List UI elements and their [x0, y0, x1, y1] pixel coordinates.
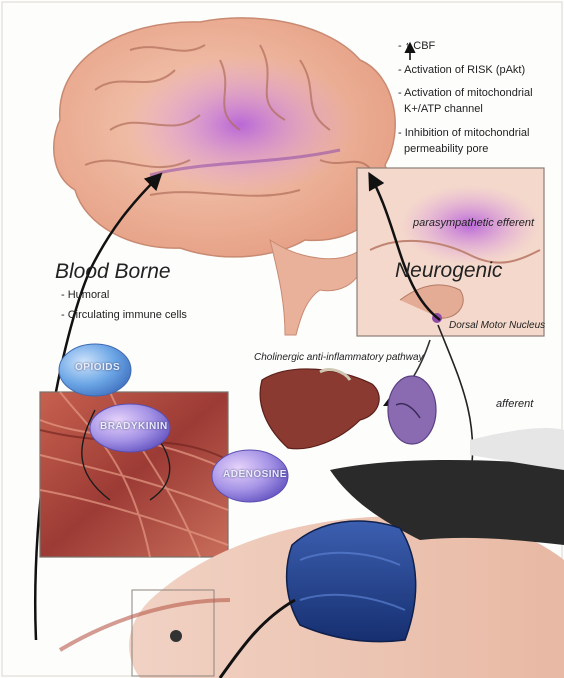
- parasympathetic-label: parasympathetic efferent: [413, 217, 534, 229]
- immune-cells-label: - Circulating immune cells: [61, 309, 187, 321]
- nucleus-label: Dorsal Motor Nucleus: [449, 320, 545, 331]
- neurogenic-title: Neurogenic: [395, 259, 502, 283]
- bradykinin-label: BRADYKININ: [100, 421, 168, 432]
- benefit-cbf: - ↑ CBF: [398, 39, 435, 54]
- blood-borne-title: Blood Borne: [55, 260, 171, 284]
- benefit-pore-1: - Inhibition of mitochondrial: [398, 126, 529, 141]
- humoral-label: - Humoral: [61, 289, 109, 301]
- adenosine-label: ADENOSINE: [223, 469, 287, 480]
- benefit-mito-1: - Activation of mitochondrial: [398, 86, 533, 101]
- cholinergic-label: Cholinergic anti-inflammatory pathway: [254, 352, 424, 363]
- benefit-mito-2: K+/ATP channel: [404, 102, 483, 117]
- benefit-pore-2: permeability pore: [404, 142, 488, 157]
- benefit-risk: - Activation of RISK (pAkt): [398, 63, 525, 78]
- spleen-illustration: [388, 376, 436, 444]
- afferent-label: afferent: [496, 398, 533, 410]
- opioids-label: OPIOIDS: [75, 362, 120, 373]
- brain-illustration: [54, 18, 395, 335]
- liver-illustration: [260, 369, 379, 449]
- brainstem-inset: [357, 168, 544, 336]
